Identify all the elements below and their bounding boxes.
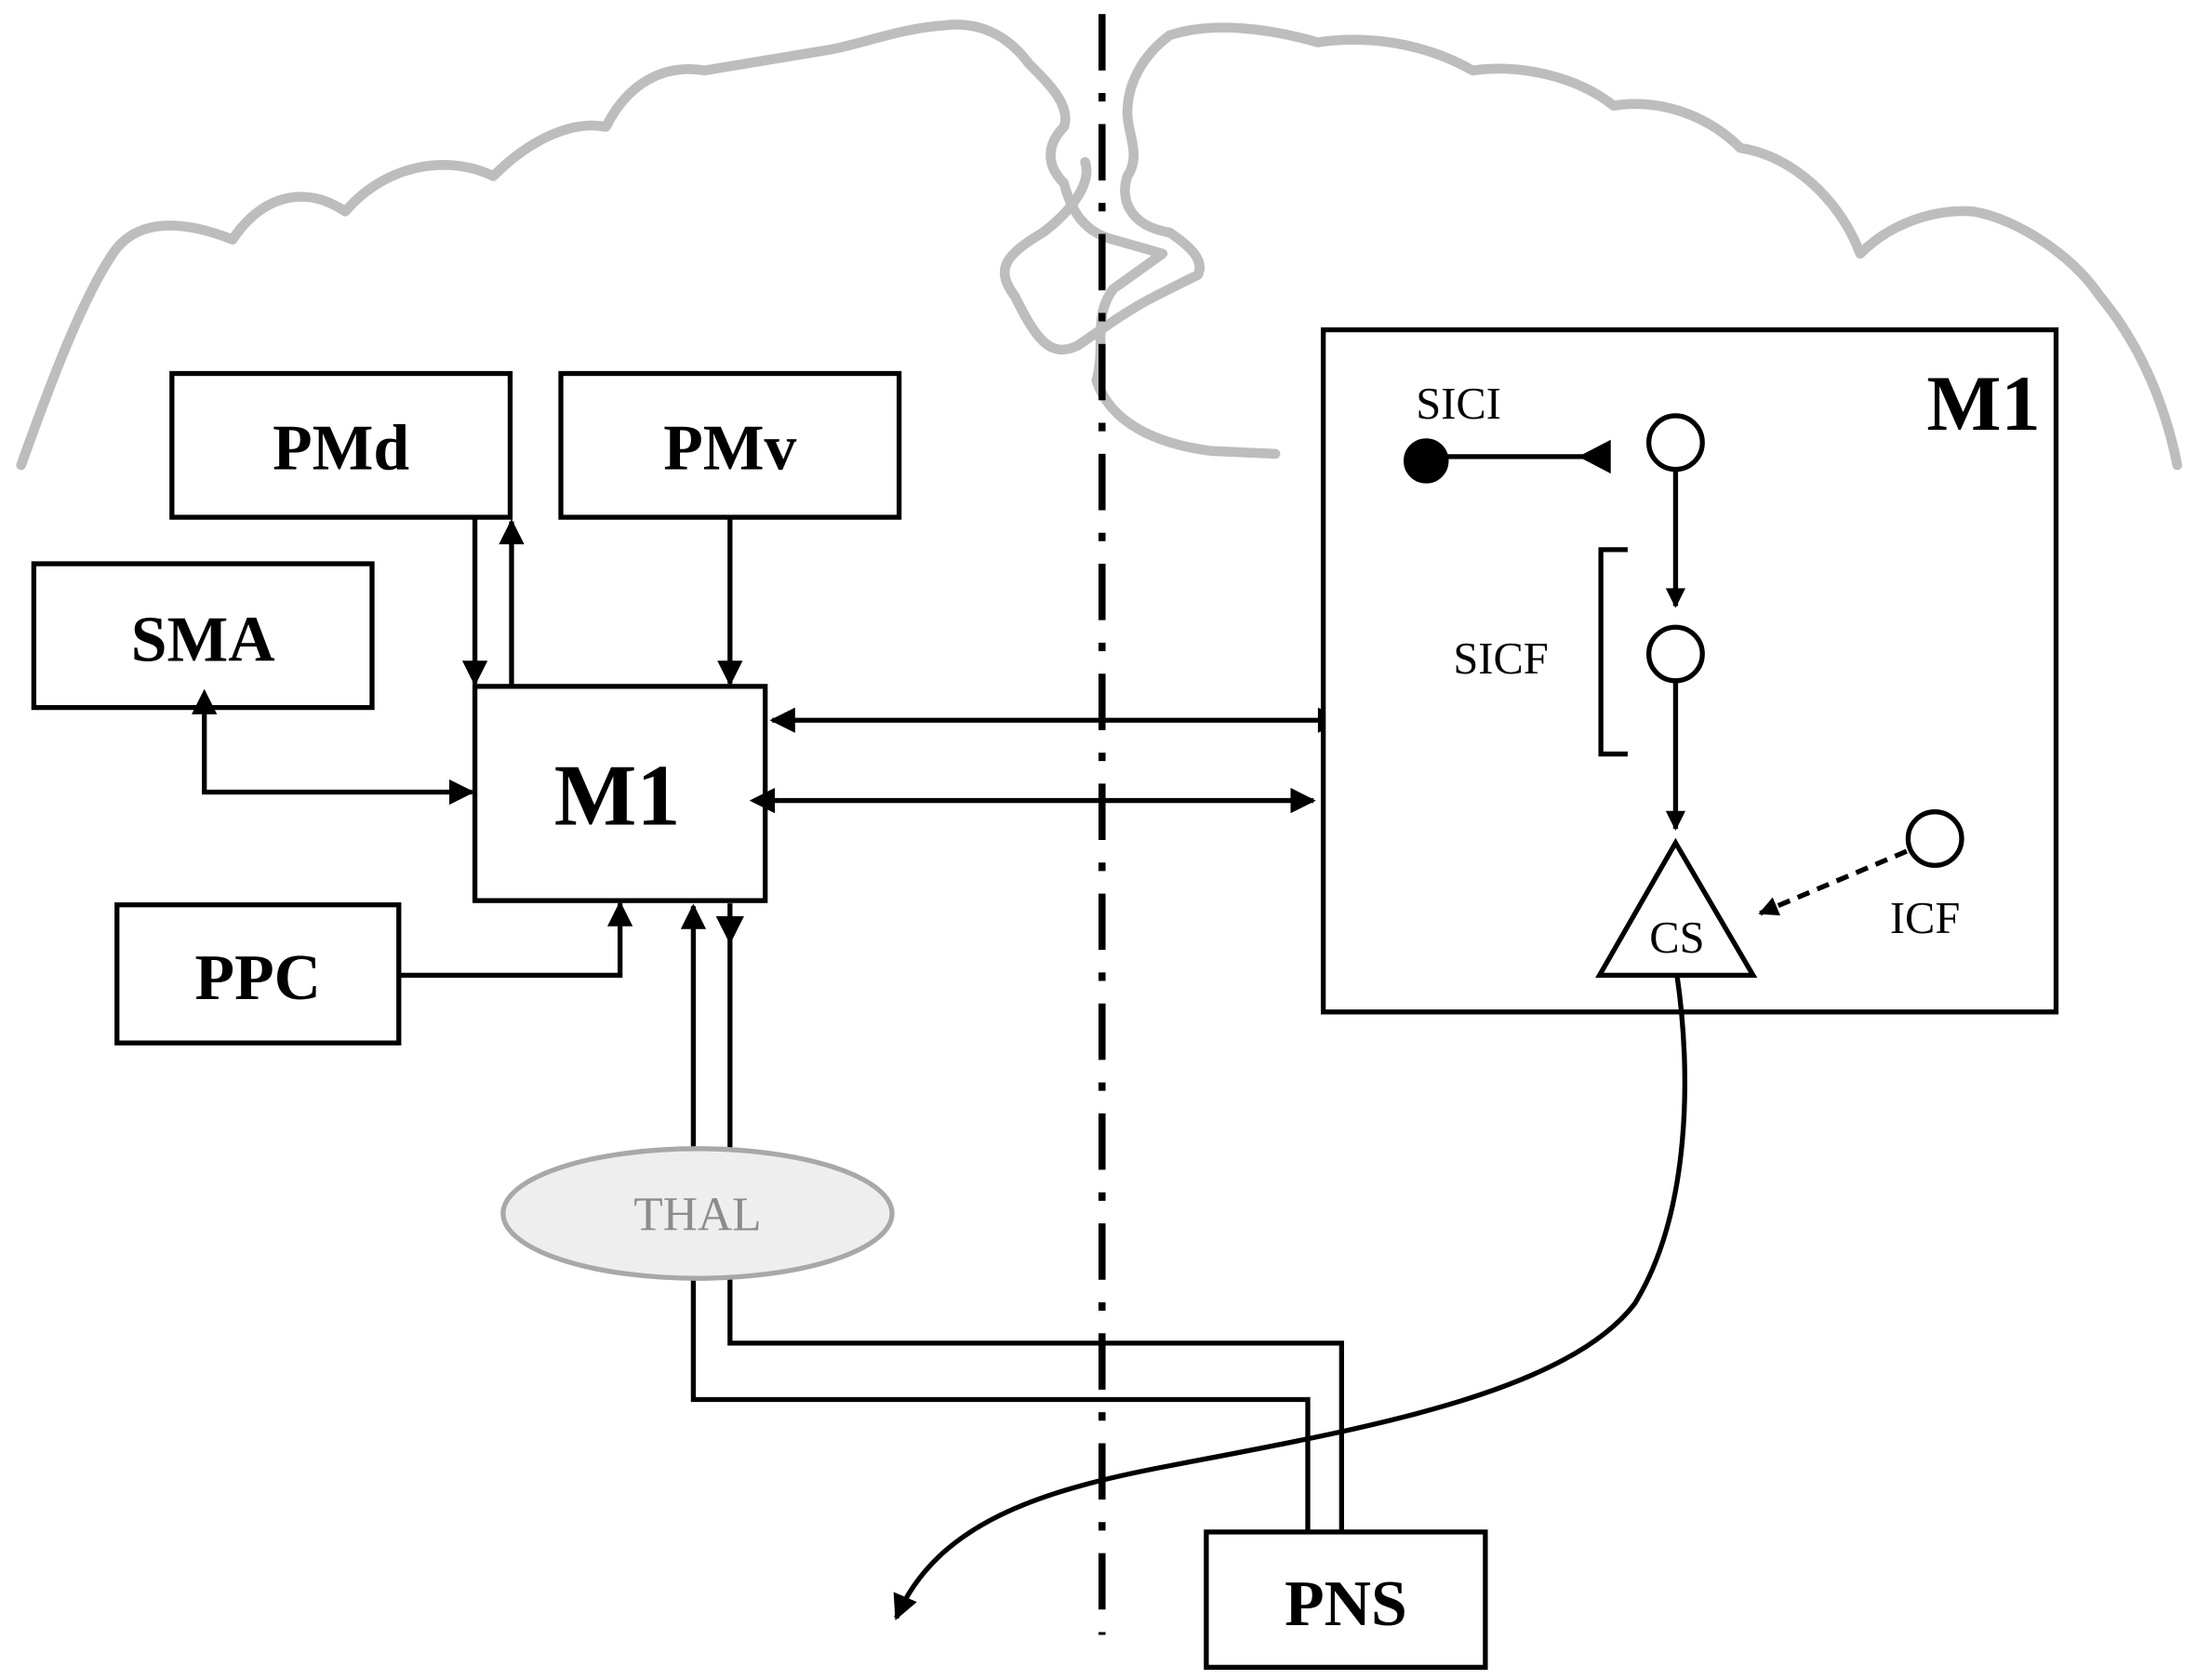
sma-box: SMA bbox=[31, 561, 375, 711]
m1-right-box: M1 SICI SICF CS ICF bbox=[1321, 327, 2059, 1015]
brain-outline-right bbox=[1000, 22, 2183, 471]
ppc-box: PPC bbox=[114, 902, 402, 1046]
sicf-label: SICF bbox=[1453, 634, 1548, 684]
pns-label: PNS bbox=[1285, 1568, 1407, 1640]
thal-node: THAL bbox=[500, 1146, 895, 1281]
m1-right-label: M1 bbox=[1926, 360, 2040, 447]
m1-left-box: M1 bbox=[472, 684, 768, 903]
ppc-to-m1-arrow bbox=[398, 900, 633, 979]
pns-box: PNS bbox=[1204, 1529, 1488, 1670]
pmd-label: PMd bbox=[273, 413, 409, 485]
m1-to-pns-via-thal-path-inner bbox=[727, 903, 1345, 1532]
sicf-bracket bbox=[1598, 547, 1628, 757]
sici-label: SICI bbox=[1416, 380, 1501, 429]
icf-interneuron bbox=[1905, 809, 1964, 868]
pmv-label: PMv bbox=[663, 413, 796, 485]
icf-label: ICF bbox=[1890, 894, 1960, 943]
sici-inhibitory-neuron bbox=[1404, 438, 1449, 484]
cs-label: CS bbox=[1649, 913, 1704, 963]
top-interneuron bbox=[1645, 413, 1705, 473]
ppc-label: PPC bbox=[195, 942, 321, 1014]
corticospinal-output-path bbox=[893, 975, 1687, 1620]
icf-to-cs-dashed-arrow bbox=[1758, 848, 1908, 916]
sma-m1-bidirectional-arrow bbox=[192, 688, 475, 806]
sma-label: SMA bbox=[131, 605, 275, 676]
m1-left-label: M1 bbox=[554, 747, 681, 844]
sici-arrowhead bbox=[1578, 439, 1611, 474]
cs-pyramidal-cell bbox=[1595, 837, 1758, 979]
thal-label: THAL bbox=[633, 1189, 761, 1242]
pmv-box: PMv bbox=[558, 370, 902, 520]
middle-interneuron bbox=[1645, 624, 1705, 684]
pmd-box: PMd bbox=[169, 370, 513, 520]
m1-to-thal-arrowhead bbox=[715, 915, 744, 945]
